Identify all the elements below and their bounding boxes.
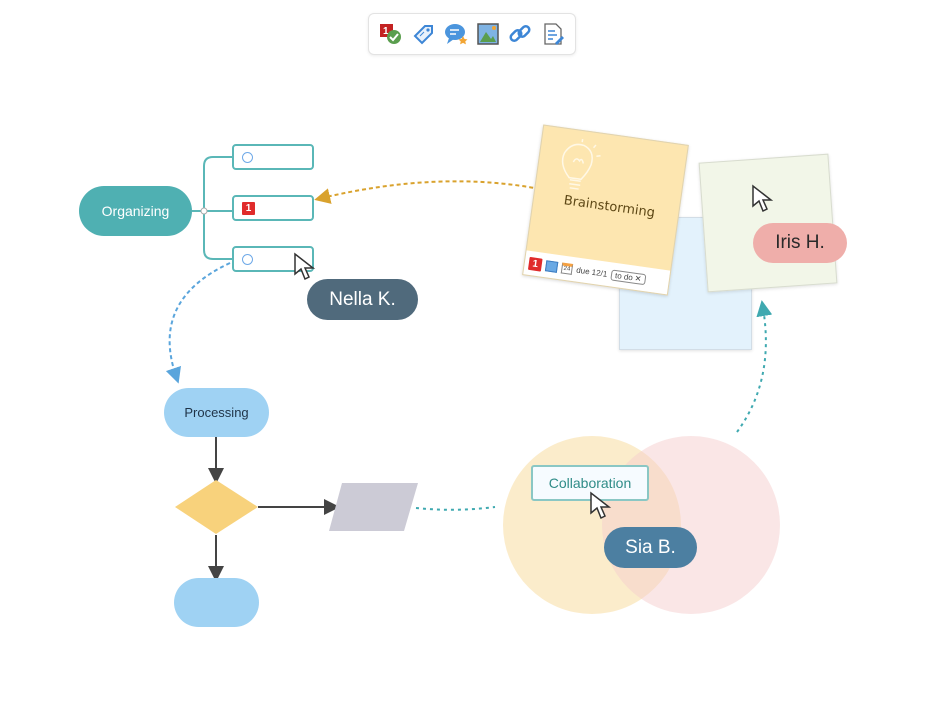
venn-circle-right[interactable] — [602, 436, 780, 614]
circle-marker-icon — [242, 151, 253, 163]
collaborator-tag-nella: Nella K. — [307, 279, 418, 320]
task-button[interactable]: 1 — [378, 21, 404, 47]
mindmap-branch-top — [192, 156, 232, 212]
connector-data-to-venn — [415, 506, 496, 511]
image-button[interactable] — [475, 21, 501, 47]
mindmap-child-2[interactable]: 1 — [232, 195, 314, 221]
todo-tag[interactable]: to do✕ — [610, 268, 647, 285]
image-icon — [544, 259, 559, 273]
cursor-icon — [590, 491, 612, 520]
arrow-mindmap-to-processing — [165, 262, 231, 384]
svg-text:1: 1 — [383, 26, 389, 37]
comment-button[interactable] — [443, 21, 469, 47]
close-icon[interactable]: ✕ — [634, 273, 643, 284]
link-icon — [509, 24, 531, 43]
note-button[interactable] — [540, 21, 566, 47]
cursor-icon — [294, 252, 316, 281]
collaborator-tag-sia: Sia B. — [604, 527, 697, 568]
image-icon — [477, 23, 499, 45]
priority-icon: 1 — [527, 256, 543, 272]
link-button[interactable] — [507, 21, 533, 47]
priority-task-icon: 1 — [380, 24, 402, 44]
sticky-note-brainstorming[interactable]: Brainstorming 1 24 due 12/1 to do✕ — [522, 124, 689, 296]
mindmap-collapse-handle — [200, 207, 208, 215]
mindmap-root-organizing[interactable]: Organizing — [79, 186, 192, 236]
arrow-brainstorm-to-mindmap — [314, 180, 541, 204]
circle-marker-icon — [242, 253, 253, 265]
collaborator-tag-iris: Iris H. — [753, 223, 847, 263]
label-button[interactable] — [410, 21, 436, 47]
mindmap-branch-bottom — [203, 211, 232, 260]
priority-icon: 1 — [242, 201, 255, 215]
arrow-venn-to-notes — [736, 300, 773, 433]
collaborator-name: Iris H. — [775, 232, 825, 253]
processing-label: Processing — [184, 405, 249, 420]
due-date: due 12/1 — [575, 265, 608, 279]
todo-tag-label: to do — [614, 270, 634, 282]
mindmap-child-1[interactable] — [232, 144, 314, 170]
venn-label-collaboration[interactable]: Collaboration — [531, 465, 649, 501]
calendar-icon: 24 — [560, 261, 574, 275]
mindmap-root-label: Organizing — [101, 203, 170, 219]
collaborator-name: Nella K. — [329, 288, 396, 310]
insert-toolbar: 1 — [368, 13, 576, 55]
data-parallelogram — [329, 483, 418, 531]
cursor-icon — [752, 184, 774, 213]
flowchart-processing-node[interactable]: Processing — [164, 388, 269, 437]
tag-icon — [414, 25, 434, 45]
collaborator-name: Sia B. — [625, 536, 676, 558]
lightbulb-icon — [561, 139, 601, 190]
collaboration-label: Collaboration — [548, 475, 632, 491]
note-icon — [544, 23, 564, 45]
decision-diamond — [175, 480, 258, 534]
note-title: Brainstorming — [562, 193, 656, 221]
flowchart-terminal-node[interactable] — [174, 578, 259, 627]
comment-icon — [444, 24, 468, 45]
